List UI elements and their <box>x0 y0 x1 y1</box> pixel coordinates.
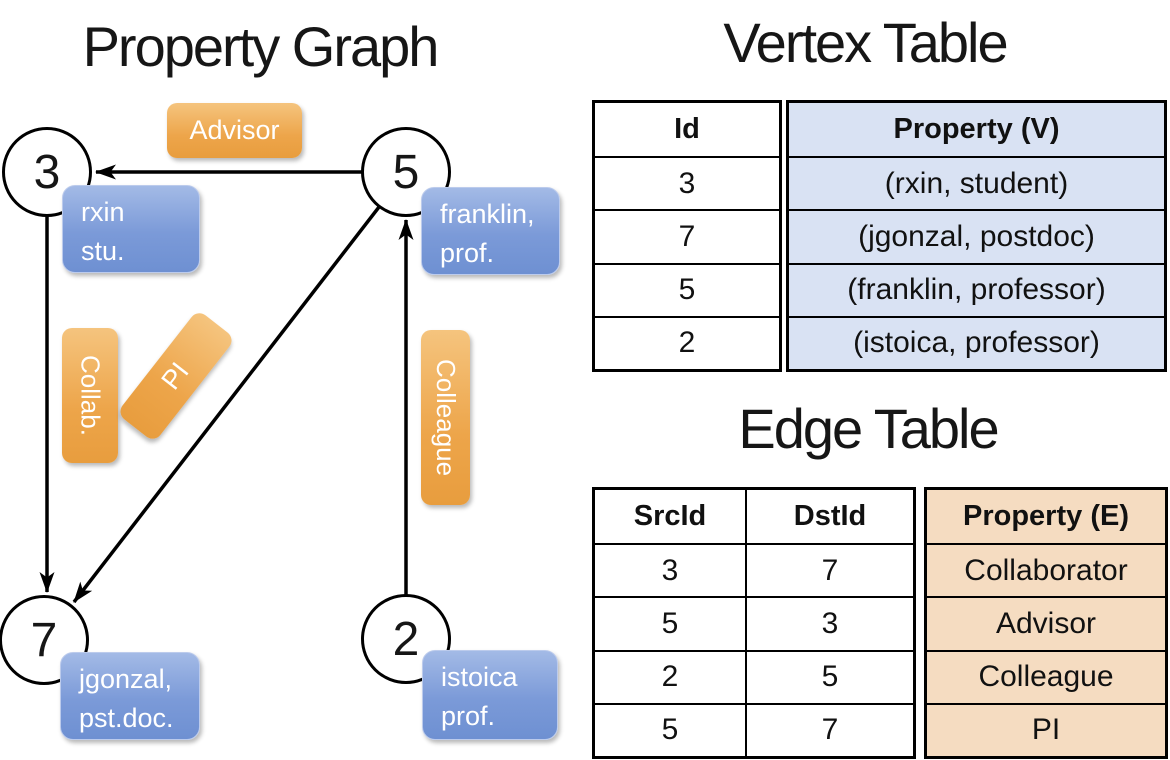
edge-table-cell: 5 <box>595 596 745 649</box>
vertex-table-id-column: Id 3 7 5 2 <box>592 100 782 372</box>
vertex-table-header-id: Id <box>674 113 700 146</box>
vertex-table-property-column: Property (V) (rxin, student) (jgonzal, p… <box>786 100 1167 372</box>
vertex-table-cell: 3 <box>595 156 779 209</box>
edge-label-text: PI <box>155 356 196 395</box>
node-7-id: 7 <box>30 613 58 667</box>
edge-table-cell: PI <box>927 702 1165 756</box>
vertex-label-franklin: franklin, prof. <box>421 187 560 275</box>
node-2-id: 2 <box>392 612 420 666</box>
vertex-label-istoica: istoica prof. <box>422 650 558 740</box>
edge-table-header-property: Property (E) <box>963 500 1129 533</box>
graph-node-3: 3 <box>2 127 92 217</box>
edge-table-header-dstid: DstId <box>745 490 913 544</box>
vertex-label-rxin: rxin stu. <box>62 185 200 273</box>
edge-label-colleague: Colleague <box>421 330 470 505</box>
vertex-table-cell: 7 <box>595 209 779 262</box>
edge-table-cell: Colleague <box>927 649 1165 703</box>
edge-table-cell: 2 <box>595 649 745 703</box>
edge-table-property-column: Property (E) Collaborator Advisor Collea… <box>924 487 1168 759</box>
vertex-table-title: Vertex Table <box>723 11 1008 74</box>
vertex-label-line: rxin <box>81 197 125 227</box>
vertex-table-cell: (jgonzal, postdoc) <box>789 209 1164 262</box>
property-graph-title: Property Graph <box>82 15 440 78</box>
vertex-label-line: prof. <box>441 701 496 731</box>
edge-table-header-srcid: SrcId <box>633 500 707 533</box>
edge-table-cell: 3 <box>745 596 913 650</box>
edge-table-id-columns: SrcId DstId 3 7 5 3 2 5 5 7 <box>592 487 916 759</box>
node-3-id: 3 <box>33 145 61 199</box>
vertex-label-line: prof. <box>440 238 495 268</box>
vertex-table-cell: 5 <box>595 262 779 316</box>
edge-table-title: Edge Table <box>738 397 999 460</box>
vertex-label-line: pst.doc. <box>79 703 174 733</box>
edge-table-cell: 3 <box>595 543 745 596</box>
vertex-label-line: franklin, <box>440 199 535 229</box>
edge-label-text: Collab. <box>75 355 106 436</box>
vertex-label-jgonzal: jgonzal, pst.doc. <box>60 652 200 740</box>
edge-pi-arrow <box>72 170 408 604</box>
edge-table-cell: 5 <box>595 702 745 756</box>
edge-label-text: Colleague <box>431 358 461 477</box>
vertex-table-cell: 2 <box>595 315 779 369</box>
edge-table-cell: 7 <box>745 543 913 597</box>
edge-table-cell: 7 <box>745 702 913 756</box>
edge-label-text: Advisor <box>189 115 280 145</box>
edge-table-cell: Collaborator <box>927 543 1165 596</box>
vertex-label-line: istoica <box>441 662 518 692</box>
vertex-table-cell: (franklin, professor) <box>789 262 1164 316</box>
edge-table-cell: 5 <box>745 649 913 703</box>
vertex-label-line: stu. <box>81 236 125 266</box>
vertex-table-cell: (istoica, professor) <box>789 315 1164 369</box>
vertex-table-cell: (rxin, student) <box>789 156 1164 209</box>
node-5-id: 5 <box>392 145 420 199</box>
edge-label-advisor: Advisor <box>167 103 302 158</box>
vertex-label-line: jgonzal, <box>79 664 173 694</box>
edge-label-collab: Collab. <box>62 328 118 463</box>
vertex-table-header-property: Property (V) <box>893 113 1060 146</box>
edge-table-cell: Advisor <box>927 596 1165 649</box>
